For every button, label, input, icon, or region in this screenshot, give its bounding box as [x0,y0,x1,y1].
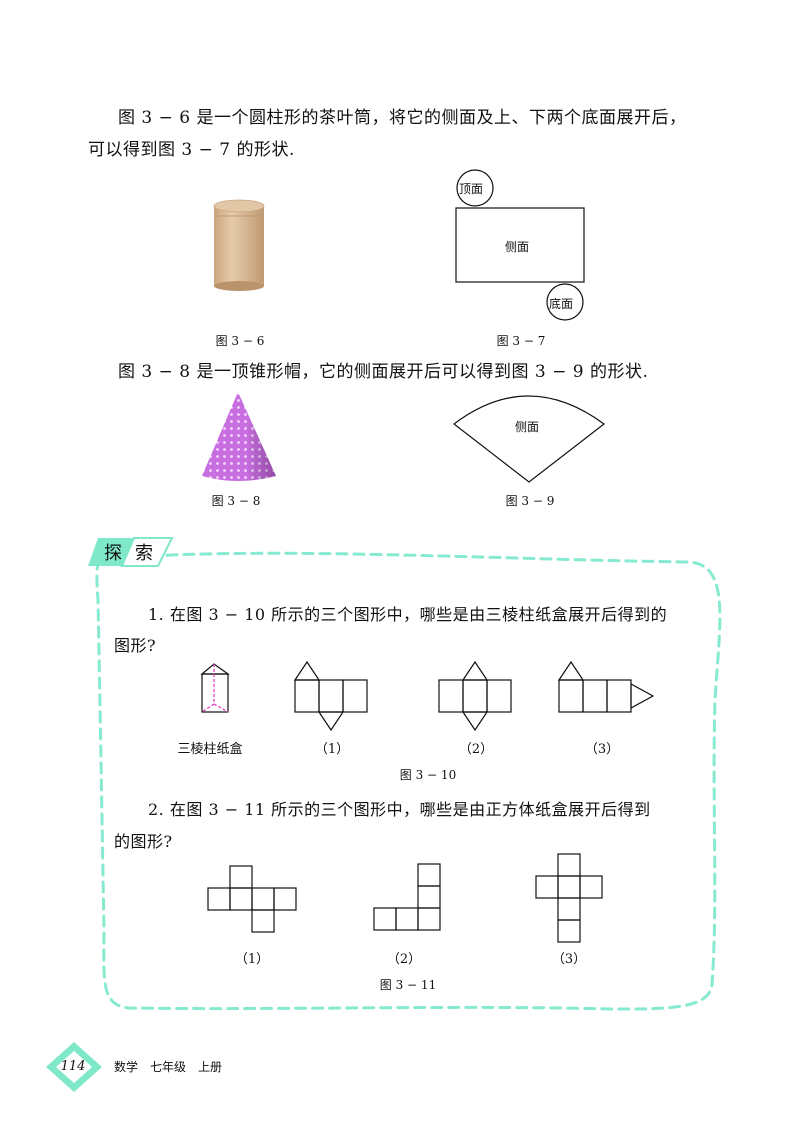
prism-net-1 [293,660,368,732]
paragraph-2: 图 3 − 8 是一顶锥形帽，它的侧面展开后可以得到图 3 − 9 的形状. [118,362,649,382]
question-1-line-2: 图形? [114,636,157,655]
cube-net-1-label: （1） [234,952,270,967]
triangular-prism-box-diagram [200,663,230,713]
page-number: 114 [60,1059,86,1074]
explore-badge [88,537,174,567]
sector-net-diagram [453,395,605,483]
prism-net-1-label: （1） [314,742,350,757]
figure-3-8-caption: 图 3 − 8 [211,494,261,508]
figure-3-7-caption: 图 3 − 7 [496,334,546,348]
figure-3-10-caption: 图 3 − 10 [399,768,457,782]
tea-canister-image [213,199,265,291]
figure-3-9-caption: 图 3 − 9 [505,494,555,508]
question-1-line-1: 1. 在图 3 − 10 所示的三个图形中，哪些是由三棱柱纸盒展开后得到的 [148,605,668,624]
cube-net-3 [535,853,603,943]
cube-net-2-label: （2） [386,952,422,967]
sector-side-label: 侧面 [515,420,540,434]
bottom-face-label: 底面 [549,297,574,311]
prism-box-label: 三棱柱纸盒 [177,742,243,757]
cube-net-1 [207,865,297,933]
cylinder-net-diagram [455,169,585,321]
prism-net-2-label: （2） [458,742,494,757]
prism-net-2 [438,660,512,732]
top-face-label: 顶面 [459,182,484,196]
explore-badge-char-2: 索 [135,543,153,564]
question-2-line-1: 2. 在图 3 − 11 所示的三个图形中，哪些是由正方体纸盒展开后得到 [148,800,651,819]
prism-net-3 [557,660,655,713]
cube-net-3-label: （3） [551,952,587,967]
page-number-badge [46,1042,102,1092]
book-title: 数学 七年级 上册 [114,1060,223,1074]
figure-3-11-caption: 图 3 − 11 [379,978,437,992]
figure-3-6-caption: 图 3 − 6 [215,334,265,348]
paragraph-1-line-2: 可以得到图 3 − 7 的形状. [88,140,295,160]
cone-hat-image [202,392,276,481]
explore-badge-char-1: 探 [104,543,122,564]
prism-net-3-label: （3） [584,742,620,757]
cube-net-2 [373,863,441,931]
paragraph-1-line-1: 图 3 − 6 是一个圆柱形的茶叶筒，将它的侧面及上、下两个底面展开后， [118,108,687,128]
side-face-label: 侧面 [505,240,530,254]
question-2-line-2: 的图形? [114,832,173,851]
